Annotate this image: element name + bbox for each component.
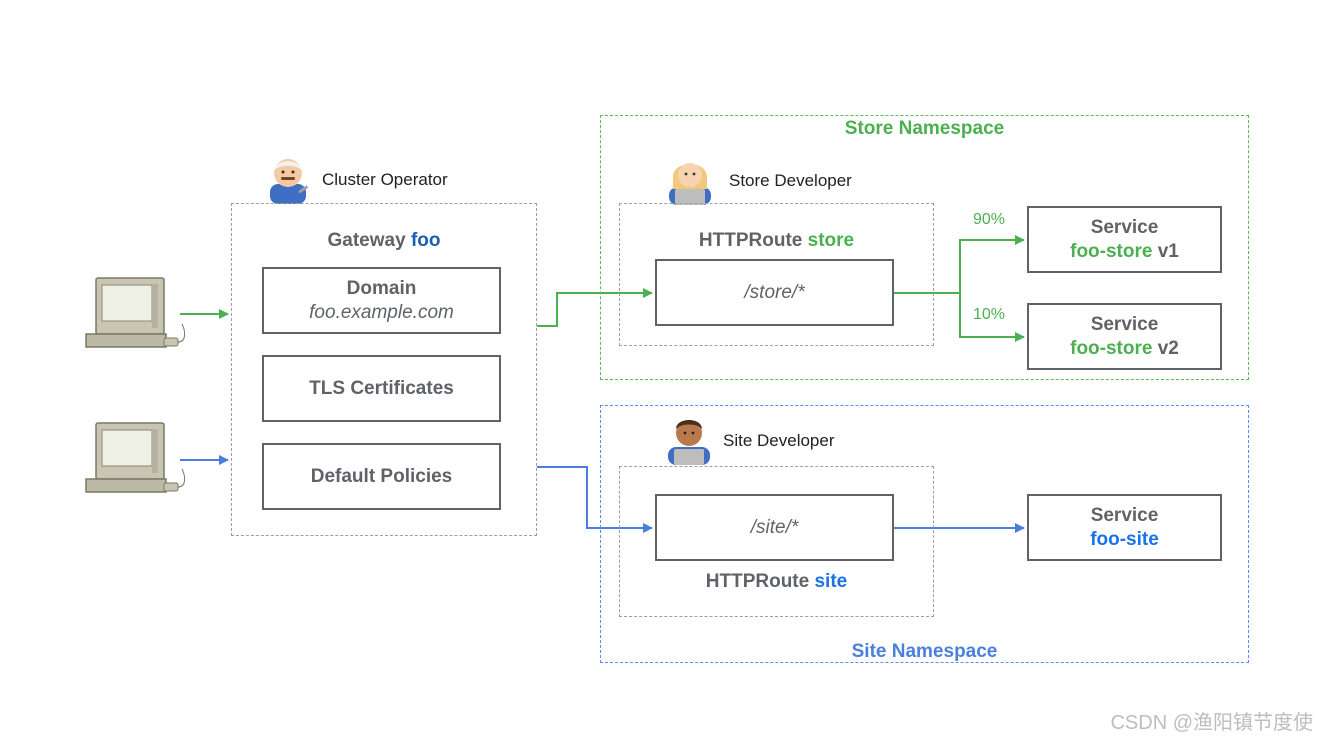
service-name-line: foo-store v2	[1070, 337, 1179, 361]
policies-label: Default Policies	[310, 465, 453, 487]
service-label: Service	[1090, 216, 1159, 238]
store-path: /store/*	[744, 281, 805, 303]
domain-value: foo.example.com	[309, 301, 454, 323]
store-route-prefix: HTTPRoute	[698, 230, 803, 251]
default-policies-box[interactable]: Default Policies	[262, 443, 501, 510]
site-namespace	[600, 405, 1249, 663]
domain-box[interactable]: Domain foo.example.com	[262, 267, 501, 334]
service-name: foo-store	[1070, 337, 1153, 359]
service-foo-site[interactable]: Service foo-site	[1027, 494, 1222, 561]
computer-icon	[85, 277, 186, 348]
cluster-operator-label: Cluster Operator	[322, 170, 448, 189]
service-foo-store-v1[interactable]: Service foo-store v1	[1027, 206, 1222, 273]
gateway-title: Gateway foo	[231, 230, 537, 252]
site-path: /site/*	[750, 516, 799, 538]
site-route-title: HTTPRoute site	[619, 571, 934, 593]
tls-certificates-box[interactable]: TLS Certificates	[262, 355, 501, 422]
service-label: Service	[1090, 313, 1159, 335]
site-developer-label: Site Developer	[723, 431, 835, 450]
site-path-box[interactable]: /site/*	[655, 494, 894, 561]
computer-icon	[85, 422, 186, 493]
tls-label: TLS Certificates	[309, 377, 454, 399]
service-name: foo-site	[1090, 528, 1159, 550]
store-path-box[interactable]: /store/*	[655, 259, 894, 326]
gateway-store-arrow	[537, 288, 653, 327]
gateway-title-prefix: Gateway	[327, 230, 406, 251]
split-90-label: 90%	[973, 211, 1006, 228]
service-name: foo-store	[1070, 240, 1153, 262]
developer-avatar-icon	[668, 420, 710, 465]
developer-avatar-icon	[669, 163, 711, 205]
site-route-name: site	[814, 571, 848, 592]
site-route-container	[619, 466, 934, 617]
service-label: Service	[1090, 504, 1159, 526]
domain-label: Domain	[346, 277, 417, 299]
service-version: v1	[1157, 240, 1179, 262]
store-route-container	[619, 203, 934, 346]
site-namespace-label: Site Namespace	[851, 641, 998, 662]
operator-avatar-icon	[270, 159, 309, 204]
store-developer-label: Store Developer	[729, 171, 852, 190]
service-foo-store-v2[interactable]: Service foo-store v2	[1027, 303, 1222, 370]
store-namespace	[600, 115, 1249, 380]
store-namespace-label: Store Namespace	[844, 118, 1005, 139]
store-v1-arrow	[894, 235, 1025, 294]
watermark: CSDN @渔阳镇节度使	[1110, 712, 1313, 734]
split-10-label: 10%	[973, 306, 1006, 323]
service-version: v2	[1157, 337, 1179, 359]
gateway-title-name: foo	[410, 230, 441, 251]
store-route-name: store	[807, 230, 855, 251]
store-route-title: HTTPRoute store	[619, 230, 934, 252]
gateway-container	[231, 203, 537, 536]
service-name-line: foo-store v1	[1070, 240, 1179, 264]
store-v2-arrow	[959, 293, 1025, 342]
site-route-prefix: HTTPRoute	[705, 571, 810, 592]
